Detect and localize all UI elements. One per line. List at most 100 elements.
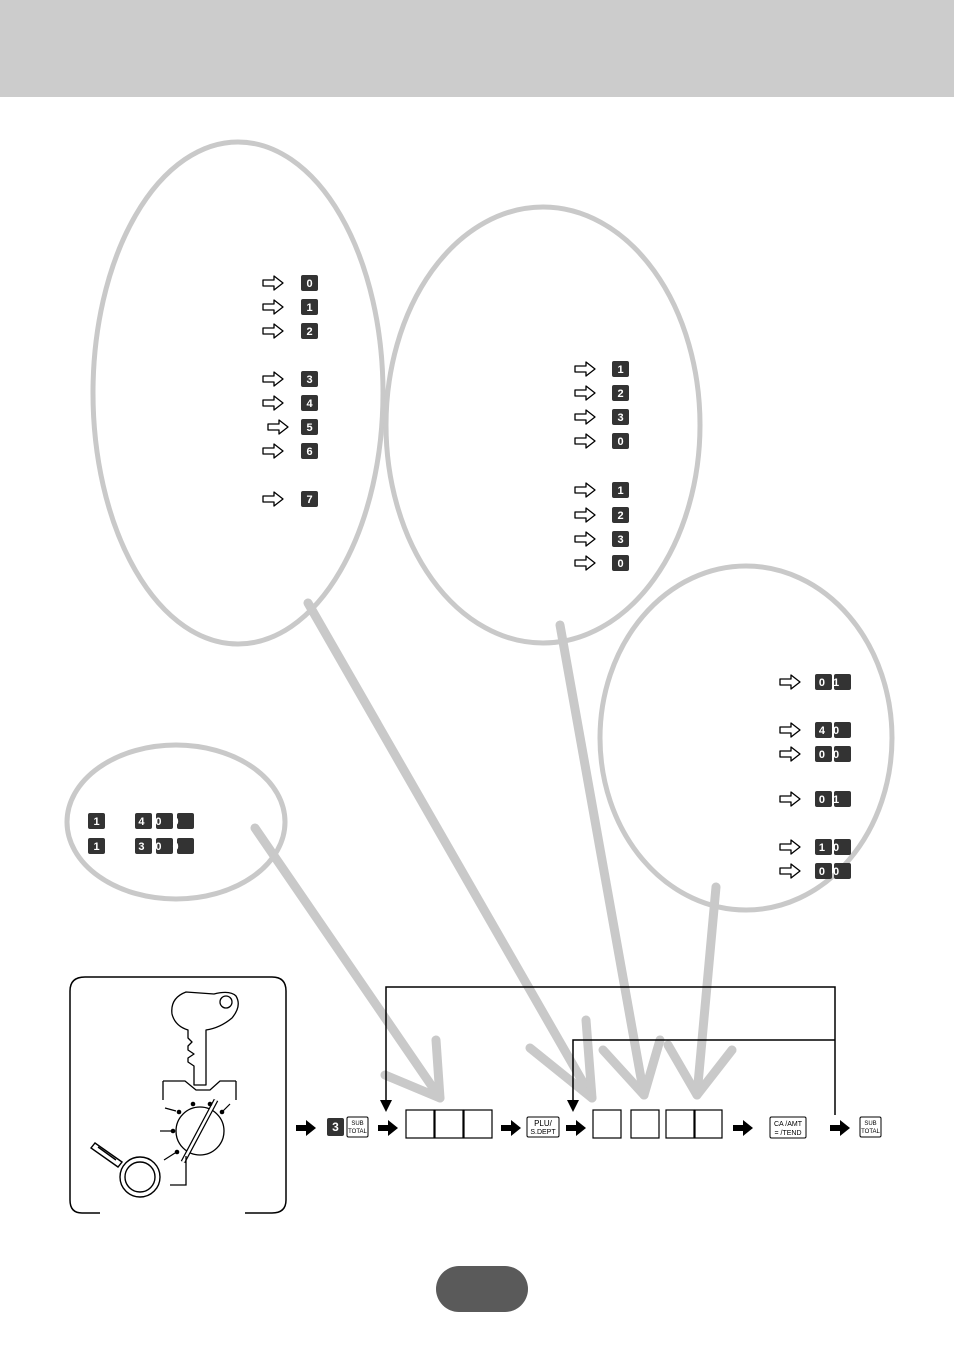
entry-boxes-2	[592, 1109, 723, 1139]
bubble-3-row: 01	[779, 791, 851, 807]
numeric-key	[834, 746, 851, 762]
mode-switch-icon	[162, 1080, 237, 1186]
numeric-key-label: 6	[306, 446, 312, 458]
numeric-key	[612, 361, 629, 377]
bubble-4-row: 1 400	[88, 813, 194, 829]
ca-amt-tend-key: CA /AMT = /TEND	[769, 1116, 807, 1139]
entry-box	[463, 1109, 493, 1139]
filled-arrow-icon	[566, 1120, 586, 1136]
hollow-arrow-icon	[262, 491, 284, 507]
numeric-key	[301, 491, 318, 507]
bubble-1-row: 0	[262, 275, 318, 291]
hollow-arrow-icon	[574, 361, 596, 377]
hollow-arrow-icon	[262, 323, 284, 339]
page-number-badge	[436, 1266, 528, 1312]
filled-arrow-icon	[296, 1120, 316, 1136]
hollow-arrow-icon	[262, 371, 284, 387]
numeric-key	[301, 395, 318, 411]
numeric-key-label: 3	[306, 374, 312, 386]
hollow-arrow-icon	[779, 746, 801, 762]
bubble-1-row: 4	[262, 395, 318, 411]
numeric-key	[301, 299, 318, 315]
numeric-key	[88, 838, 105, 854]
pointer-arrow-bubble-1	[303, 598, 597, 1103]
magnifier-icon	[89, 1142, 161, 1198]
hollow-arrow-icon	[574, 409, 596, 425]
hollow-arrow-icon	[779, 791, 801, 807]
plu-sdept-key: PLU/ S.DEPT	[526, 1116, 560, 1138]
bubble-1-row: 2	[262, 323, 318, 339]
end-subtotal-label-bottom: TOTAL	[861, 1129, 880, 1135]
hollow-arrow-icon	[574, 385, 596, 401]
filled-arrow-icon	[830, 1120, 850, 1136]
bubble-4-outline	[64, 742, 288, 902]
entry-box	[592, 1109, 622, 1139]
bubble-1-rows: 0 1 2 3 4 5 6 7	[262, 275, 318, 507]
subtotal-key-label-bottom: TOTAL	[348, 1129, 367, 1135]
numeric-key	[834, 863, 851, 879]
entry-box	[405, 1109, 435, 1139]
numeric-key-label: 300	[138, 841, 189, 853]
numeric-key	[815, 839, 832, 855]
hollow-arrow-icon	[262, 299, 284, 315]
mode-switch-panel	[69, 976, 287, 1214]
bubble-2-row: 1	[574, 361, 629, 377]
bubble-3-row: 01	[779, 674, 851, 690]
hollow-arrow-icon	[262, 395, 284, 411]
numeric-key-label: 5	[306, 422, 312, 434]
bubble-2-row: 0	[574, 433, 629, 449]
start-key: 3	[327, 1118, 344, 1136]
numeric-key	[815, 791, 832, 807]
numeric-key	[135, 813, 152, 829]
hollow-arrow-icon	[262, 443, 284, 459]
numeric-key	[815, 863, 832, 879]
hollow-arrow-icon	[779, 722, 801, 738]
bubble-1-row: 3	[262, 371, 318, 387]
numeric-key-label: 2	[617, 510, 623, 522]
hollow-arrow-icon	[779, 674, 801, 690]
bubble-1-row: 1	[262, 299, 318, 315]
numeric-key-label: 1	[306, 302, 312, 314]
numeric-key	[135, 838, 152, 854]
bubble-2-rows: 1 2 3 0 1 2 3 0	[574, 361, 629, 571]
numeric-key	[301, 419, 318, 435]
numeric-key-label: 01	[819, 677, 847, 689]
numeric-key-label: 4	[306, 398, 313, 410]
hollow-arrow-icon	[779, 839, 801, 855]
numeric-key	[834, 722, 851, 738]
numeric-key	[834, 791, 851, 807]
loop-lines	[380, 986, 836, 1115]
bubble-1-outline	[90, 139, 386, 647]
numeric-key	[156, 838, 173, 854]
numeric-key-label: 10	[819, 842, 847, 854]
numeric-key	[612, 385, 629, 401]
bubble-3-row: 00	[779, 863, 851, 879]
bubble-1-row: 7	[262, 491, 318, 507]
plu-key-label-top: PLU/	[534, 1119, 553, 1128]
numeric-key	[612, 433, 629, 449]
numeric-key-label: 1	[93, 816, 99, 828]
bubble-2-row: 2	[574, 507, 629, 523]
numeric-key	[834, 839, 851, 855]
numeric-key	[301, 323, 318, 339]
numeric-key-label: 1	[617, 364, 623, 376]
plu-key-label-bottom: S.DEPT	[530, 1129, 556, 1136]
numeric-key-label: 0	[306, 278, 312, 290]
hollow-arrow-icon	[267, 419, 289, 435]
hollow-arrow-icon	[574, 482, 596, 498]
numeric-key-label: 01	[819, 794, 847, 806]
subtotal-key-label-top: SUB	[351, 1121, 363, 1127]
numeric-key	[612, 409, 629, 425]
numeric-key	[815, 746, 832, 762]
numeric-key	[612, 555, 629, 571]
bubble-3-outline	[597, 563, 895, 913]
numeric-key-label: 2	[617, 388, 623, 400]
numeric-key-label: 3	[617, 534, 623, 546]
hollow-arrow-icon	[779, 863, 801, 879]
hollow-arrow-icon	[574, 531, 596, 547]
filled-arrow-icon	[378, 1120, 398, 1136]
bubble-2-outline	[383, 204, 703, 646]
numeric-key	[815, 722, 832, 738]
numeric-key	[88, 813, 105, 829]
bubble-4-rows: 1 400 1 300	[88, 813, 194, 854]
